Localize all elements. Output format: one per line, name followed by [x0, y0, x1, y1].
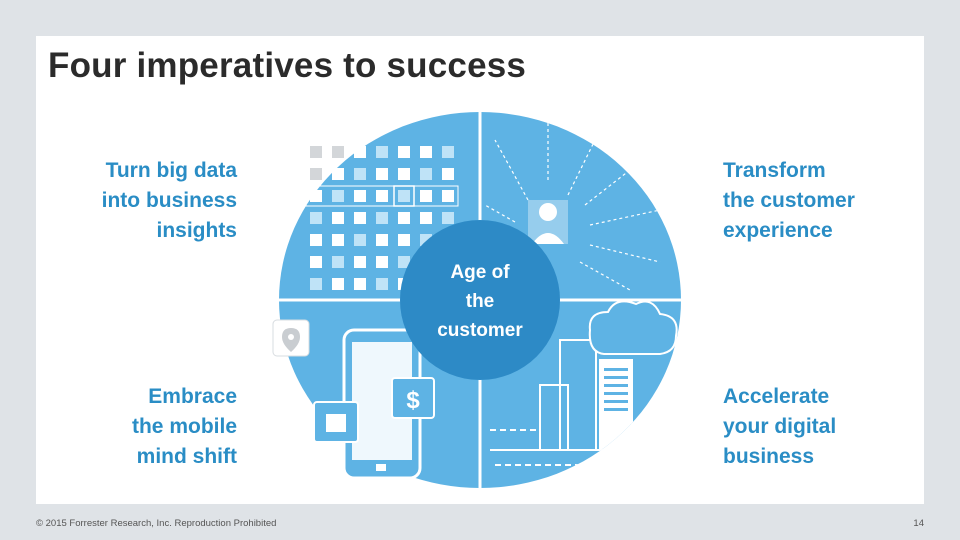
- grid-square: [354, 256, 366, 268]
- center-label: Age of the customer: [437, 262, 523, 341]
- cloud-icon: [588, 300, 678, 355]
- grid-square: [310, 234, 322, 246]
- copyright-text: © 2015 Forrester Research, Inc. Reproduc…: [36, 518, 277, 529]
- grid-square: [442, 190, 454, 202]
- svg-text:$: $: [406, 387, 420, 414]
- grid-square: [398, 256, 410, 268]
- grid-square: [442, 212, 454, 224]
- grid-square: [310, 190, 322, 202]
- grid-square: [332, 168, 344, 180]
- grid-square: [332, 146, 344, 158]
- imperative-mobile: Embrace the mobile mind shift: [131, 385, 237, 468]
- imperative-customer-experience: Transform the customer experience: [723, 159, 855, 242]
- grid-square: [332, 278, 344, 290]
- smartphone-icon: [342, 328, 422, 480]
- grid-square: [310, 168, 322, 180]
- buildings-icon: [490, 339, 660, 466]
- grid-square: [354, 190, 366, 202]
- grid-square: [310, 278, 322, 290]
- grid-square: [332, 256, 344, 268]
- grid-square: [376, 234, 388, 246]
- grid-square: [420, 168, 432, 180]
- grid-square: [354, 278, 366, 290]
- slide-title: Four imperatives to success: [48, 46, 527, 85]
- imperative-big-data: Turn big data into business insights: [101, 159, 237, 242]
- grid-squares: [305, 146, 459, 290]
- grid-square: [376, 278, 388, 290]
- grid-square: [398, 212, 410, 224]
- grid-square: [420, 212, 432, 224]
- grid-square: [398, 234, 410, 246]
- grid-row-highlight: [305, 185, 459, 207]
- grid-square: [310, 256, 322, 268]
- grid-square: [442, 146, 454, 158]
- grid-square: [354, 168, 366, 180]
- grid-square: [332, 234, 344, 246]
- grid-square: [332, 190, 344, 202]
- grid-square: [420, 146, 432, 158]
- grid-square: [354, 234, 366, 246]
- grid-square: [398, 168, 410, 180]
- grid-square: [376, 146, 388, 158]
- grid-square: [310, 212, 322, 224]
- customer-person-icon: [528, 200, 568, 244]
- grid-square: [376, 256, 388, 268]
- location-pin-icon: [272, 319, 310, 357]
- center-circle: [400, 220, 560, 380]
- grid-square: [354, 146, 366, 158]
- grid-square: [376, 168, 388, 180]
- grid-square: [420, 190, 432, 202]
- grid-square: [310, 146, 322, 158]
- arrows-icon: [484, 120, 661, 291]
- page-number: 14: [913, 518, 924, 529]
- grid-square: [332, 212, 344, 224]
- dollar-icon: $: [391, 377, 435, 419]
- grid-square: [376, 212, 388, 224]
- imperative-digital-business: Accelerate your digital business: [723, 385, 837, 468]
- grid-square: [376, 190, 388, 202]
- grid-square: [398, 146, 410, 158]
- grid-square: [354, 212, 366, 224]
- grid-square: [442, 168, 454, 180]
- shopping-bag-icon: [313, 401, 359, 443]
- grid-square: [398, 190, 410, 202]
